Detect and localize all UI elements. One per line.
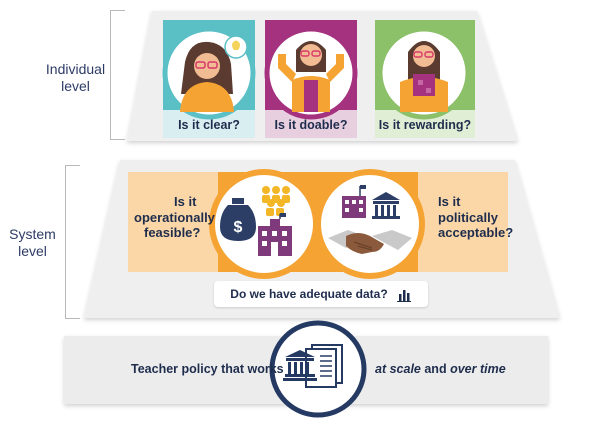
- operational-question: Is it operationally feasible?: [134, 194, 224, 241]
- data-question-box: Do we have adequate data?: [214, 281, 428, 307]
- card-rewarding: [375, 20, 475, 138]
- school-building-icon: [258, 213, 292, 256]
- individual-level-word-2: level: [61, 78, 90, 94]
- at-scale-text: at scale: [375, 362, 421, 376]
- policy-text: Teacher policy that works: [131, 362, 284, 376]
- thinking-teacher-icon: [180, 35, 248, 112]
- card-clear: [162, 20, 256, 138]
- individual-level-label: Individual level: [38, 61, 113, 95]
- political-q-line2: politically: [438, 209, 498, 225]
- operational-q-line1: Is it: [174, 194, 197, 209]
- system-level-label: System level: [0, 226, 65, 260]
- political-question: Is it politically acceptable?: [438, 194, 518, 241]
- political-q-line1: Is it: [438, 194, 461, 209]
- scale-time-text: at scale and over time: [375, 362, 506, 376]
- operational-q-line2: operationally: [134, 209, 215, 225]
- card-clear-label: Is it clear?: [178, 118, 240, 132]
- government-building-icon: [372, 192, 400, 219]
- policy-document-icon: [283, 344, 343, 388]
- individual-level-word: Individual: [45, 61, 106, 77]
- card-rewarding-label: Is it rewarding?: [378, 118, 472, 132]
- svg-text:$: $: [234, 219, 243, 236]
- bar-chart-icon: [396, 290, 411, 302]
- money-bag-icon: $: [220, 198, 256, 241]
- system-level-word-2: level: [18, 243, 47, 259]
- system-bracket: [65, 165, 80, 319]
- political-q-line3: acceptable?: [438, 225, 514, 240]
- system-level-word: System: [9, 226, 56, 242]
- school-building-icon-right: [342, 185, 366, 218]
- data-question-text: Do we have adequate data?: [230, 287, 388, 301]
- flexing-teacher-icon: [278, 41, 344, 112]
- and-text: and: [424, 362, 447, 376]
- card-doable-label: Is it doable?: [274, 118, 348, 132]
- card-doable: [264, 20, 358, 138]
- operational-q-line3: feasible?: [144, 225, 201, 240]
- over-time-text: over time: [450, 362, 506, 376]
- handshake-icon: [328, 230, 412, 254]
- puzzle-teacher-icon: [400, 41, 448, 112]
- individual-bracket: [110, 10, 125, 140]
